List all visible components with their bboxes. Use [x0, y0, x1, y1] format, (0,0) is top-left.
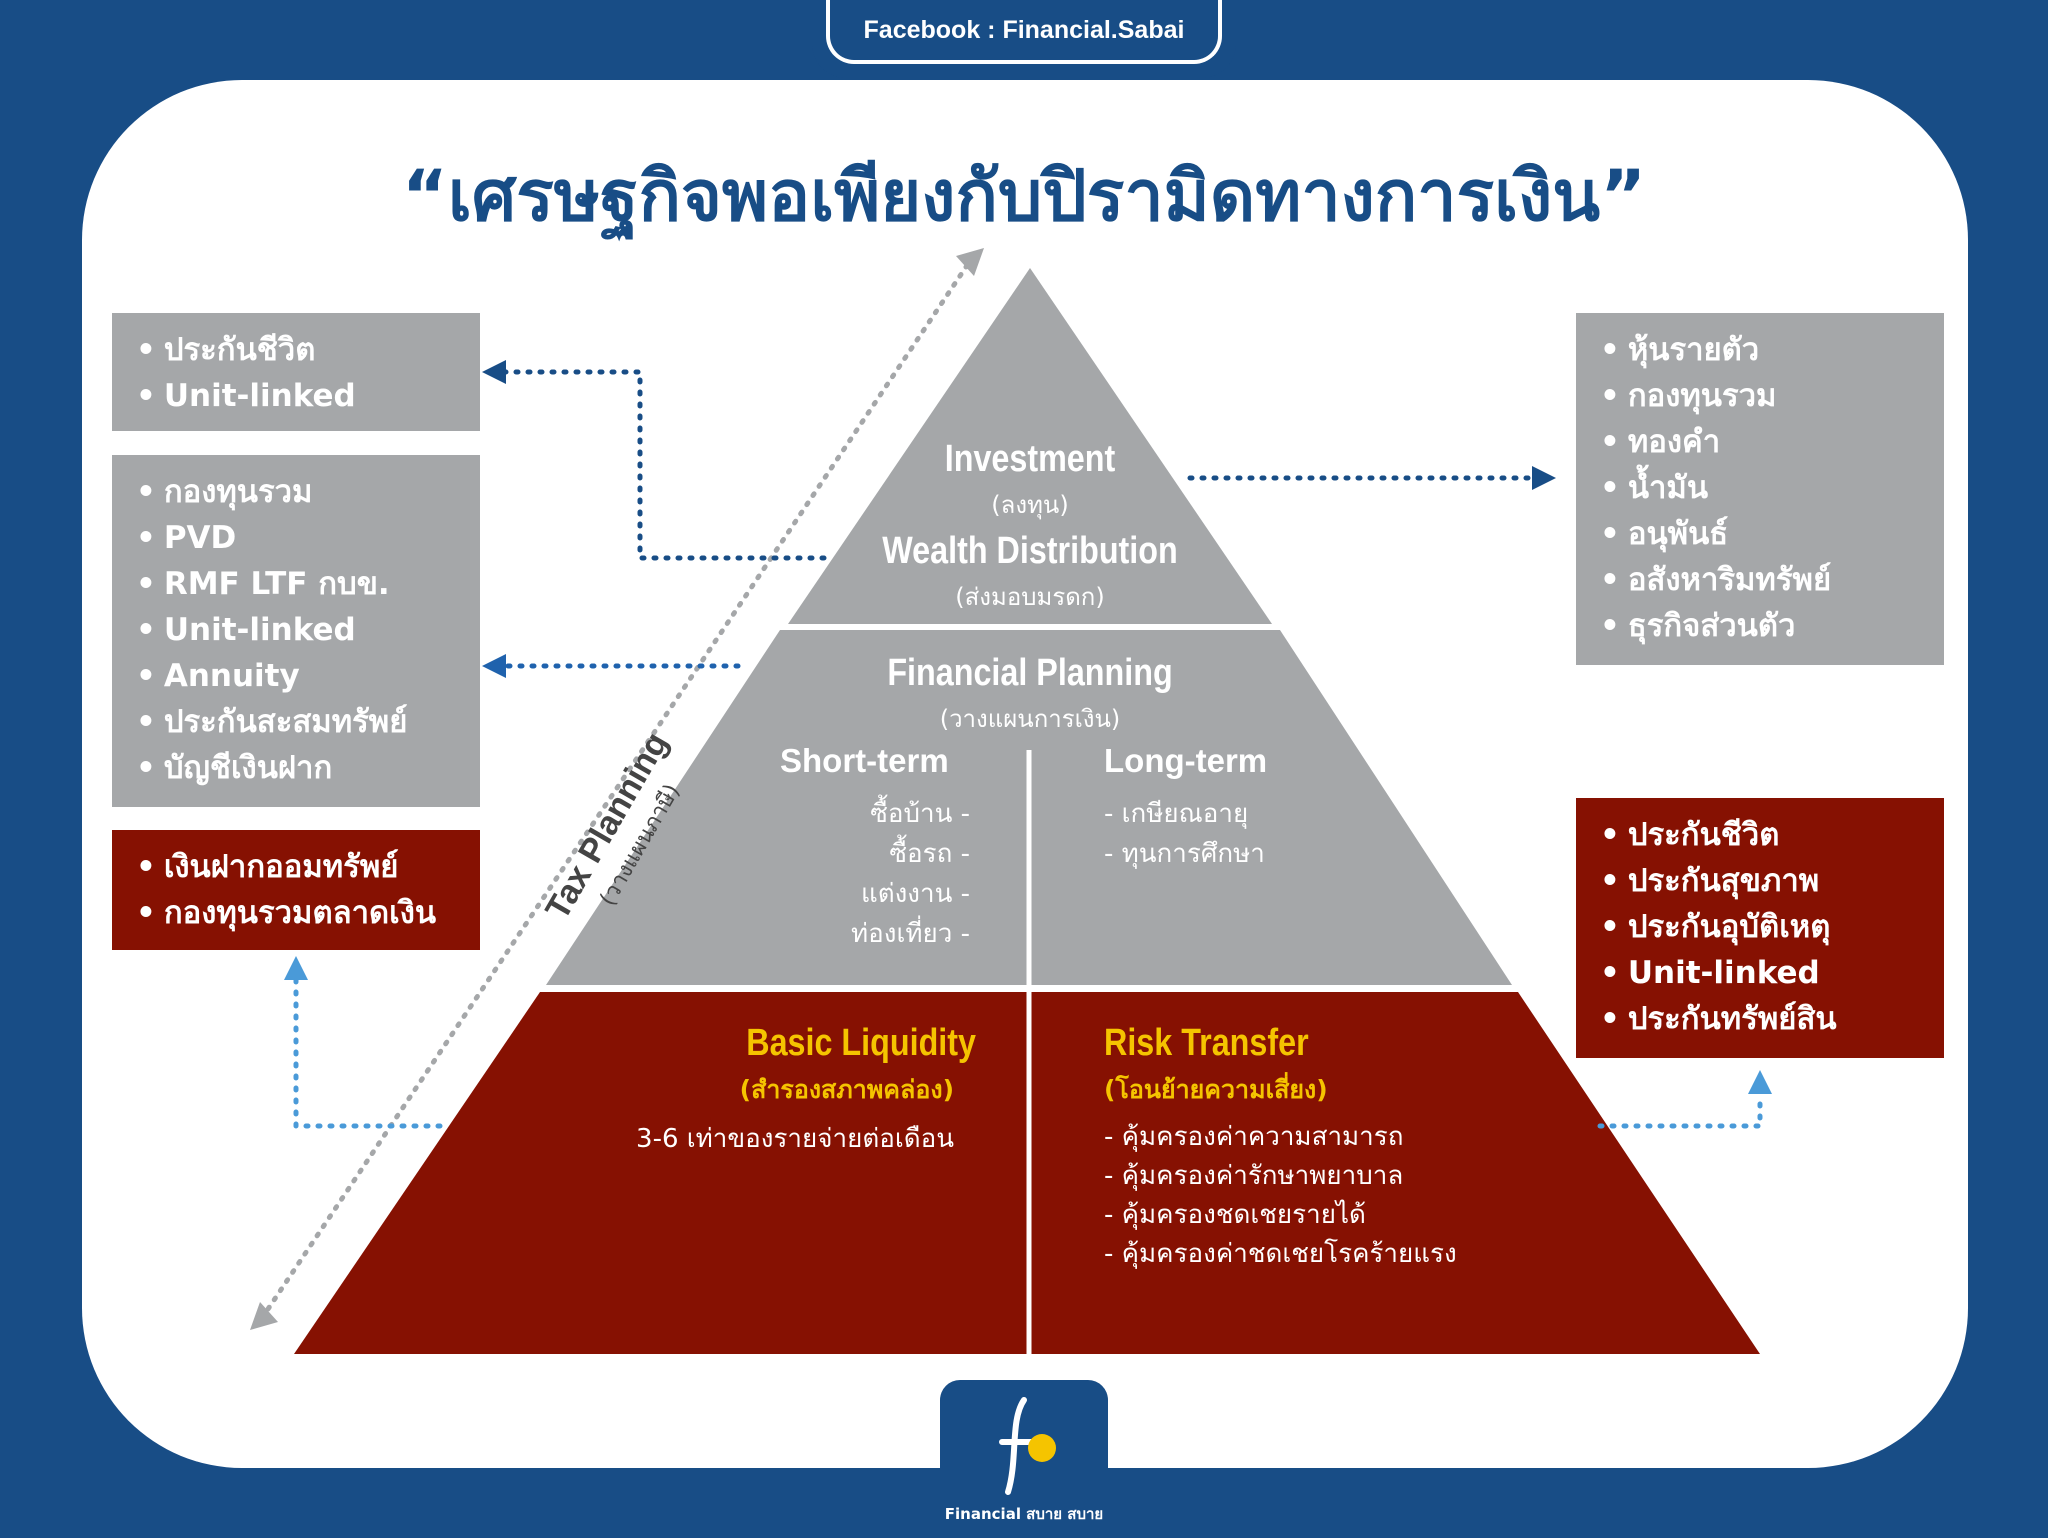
right-box-investments: หุ้นรายตัว กองทุนรวม ทองคำ น้ำมัน อนุพัน… — [1576, 313, 1944, 665]
connector-arrowhead — [1748, 1070, 1772, 1094]
long-term-heading: Long-term — [1104, 742, 1268, 779]
financial-planning-heading: Financial Planning — [887, 652, 1173, 694]
list-item: กองทุนรวมตลาดเงิน — [136, 890, 480, 936]
right-box-insurance: ประกันชีวิต ประกันสุขภาพ ประกันอุบัติเหต… — [1576, 798, 1944, 1058]
list-item: ธุรกิจส่วนตัว — [1600, 603, 1944, 649]
long-term-item: - ทุนการศึกษา — [1104, 839, 1265, 869]
basic-liquidity-text: 3-6 เท่าของรายจ่ายต่อเดือน — [636, 1124, 954, 1154]
list-item: ประกันสะสมทรัพย์ — [136, 699, 480, 745]
connector-arrowhead — [482, 360, 506, 384]
short-term-item: ซื้อรถ - — [889, 839, 970, 869]
connector-risk-to-insurance — [1597, 1091, 1763, 1129]
risk-transfer-subtitle: (โอนย้ายความเสี่ยง) — [1104, 1075, 1328, 1104]
basic-liquidity-heading: Basic Liquidity — [746, 1022, 976, 1064]
tax-arrow-head-bottom — [250, 1302, 278, 1330]
list-item: Unit-linked — [1600, 950, 1944, 996]
list-item: ประกันสุขภาพ — [1600, 858, 1944, 904]
financial-planning-subtitle: (วางแผนการเงิน) — [939, 705, 1121, 733]
facebook-tab: Facebook : Financial.Sabai — [812, 0, 1236, 78]
list-item: PVD — [136, 515, 480, 561]
list-item: ประกันชีวิต — [136, 327, 480, 373]
list-item: Unit-linked — [136, 607, 480, 653]
left-box-funds: กองทุนรวม PVD RMF LTF กบข. Unit-linked A… — [112, 455, 480, 807]
financial-sabai-logo: Financial สบาย สบาย — [940, 1380, 1108, 1538]
risk-transfer-item: - คุ้มครองชดเชยรายได้ — [1104, 1200, 1366, 1230]
left-box-savings: เงินฝากออมทรัพย์ กองทุนรวมตลาดเงิน — [112, 830, 480, 950]
list-item: กองทุนรวม — [1600, 373, 1944, 419]
list-item: ประกันอุบัติเหตุ — [1600, 904, 1944, 950]
short-term-list: ซื้อบ้าน - ซื้อรถ - แต่งงาน - ท่องเที่ยว… — [760, 794, 970, 954]
connector-arrowhead — [284, 956, 308, 980]
wealth-distribution-heading: Wealth Distribution — [882, 530, 1178, 572]
long-term-list: - เกษียณอายุ - ทุนการศึกษา — [1104, 794, 1265, 874]
list-item: อนุพันธ์ — [1600, 511, 1944, 557]
list-item: RMF LTF กบข. — [136, 561, 480, 607]
list-item: อสังหาริมทรัพย์ — [1600, 557, 1944, 603]
page-title: “เศรษฐกิจพอเพียงกับปิรามิดทางการเงิน” — [401, 155, 1647, 237]
connector-arrowhead — [1532, 466, 1556, 490]
connector-liquidity-to-savings — [293, 977, 443, 1129]
tax-arrow-head-top — [956, 248, 984, 276]
risk-transfer-item: - คุ้มครองค่าชดเชยโรคร้ายแรง — [1104, 1239, 1457, 1269]
list-item: น้ำมัน — [1600, 465, 1944, 511]
basic-liquidity-subtitle: (สำรองสภาพคล่อง) — [739, 1075, 954, 1104]
connector-arrowhead — [482, 654, 506, 678]
list-item: Unit-linked — [136, 373, 480, 419]
connector-wealth-to-insurance — [495, 369, 827, 561]
risk-transfer-heading: Risk Transfer — [1104, 1022, 1309, 1064]
investment-subtitle: (ลงทุน) — [991, 491, 1069, 519]
risk-transfer-item: - คุ้มครองค่ารักษาพยาบาล — [1104, 1161, 1404, 1191]
facebook-label[interactable]: Facebook : Financial.Sabai — [826, 0, 1222, 64]
risk-transfer-item: - คุ้มครองค่าความสามารถ — [1104, 1122, 1404, 1152]
left-box-insurance: ประกันชีวิต Unit-linked — [112, 313, 480, 431]
investment-heading: Investment — [944, 438, 1116, 480]
logo-text: Financial สบาย สบาย — [944, 1505, 1104, 1523]
short-term-item: ท่องเที่ยว - — [851, 919, 970, 949]
list-item: หุ้นรายตัว — [1600, 327, 1944, 373]
pyramid-top-tier — [788, 268, 1272, 624]
risk-transfer-list: - คุ้มครองค่าความสามารถ - คุ้มครองค่ารัก… — [1104, 1118, 1457, 1274]
short-term-item: แต่งงาน - — [860, 879, 970, 909]
list-item: ทองคำ — [1600, 419, 1944, 465]
list-item: เงินฝากออมทรัพย์ — [136, 844, 480, 890]
list-item: ประกันทรัพย์สิน — [1600, 996, 1944, 1042]
wealth-distribution-subtitle: (ส่งมอบมรดก) — [955, 583, 1105, 611]
list-item: บัญชีเงินฝาก — [136, 745, 480, 791]
list-item: กองทุนรวม — [136, 469, 480, 515]
tax-planning-arrow — [259, 255, 975, 1321]
long-term-item: - เกษียณอายุ — [1104, 799, 1249, 829]
list-item: Annuity — [136, 653, 480, 699]
short-term-item: ซื้อบ้าน - — [870, 799, 970, 829]
short-term-heading: Short-term — [780, 742, 949, 779]
list-item: ประกันชีวิต — [1600, 812, 1944, 858]
logo-mark-icon — [999, 1397, 1056, 1495]
